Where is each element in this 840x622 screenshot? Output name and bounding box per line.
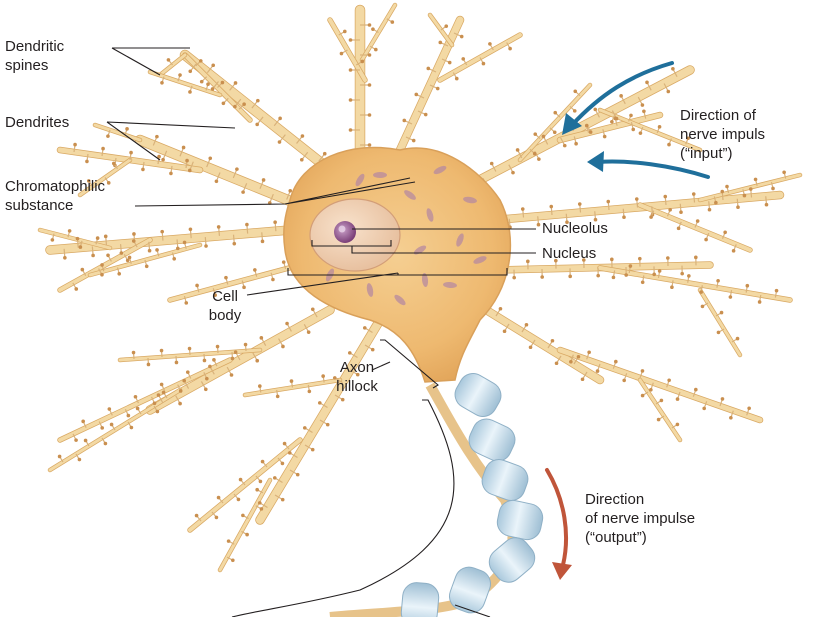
label-cell-body-line2: body [205, 306, 245, 325]
label-axon-hillock-line1: Axon [333, 358, 381, 377]
label-dendritic-spines-line2: spines [5, 56, 64, 75]
label-nucleolus: Nucleolus [542, 219, 608, 238]
label-cell-body-line1: Cell [205, 287, 245, 306]
label-output-direction: Direction of nerve impulse (“output”) [585, 490, 695, 547]
label-axon-hillock: Axon hillock [333, 358, 381, 396]
label-chromatophilic-line1: Chromatophilic [5, 177, 105, 196]
label-dendrites: Dendrites [5, 113, 69, 132]
label-cell-body: Cell body [205, 287, 245, 325]
label-chromatophilic-line2: substance [5, 196, 105, 215]
label-dendritic-spines: Dendritic spines [5, 37, 64, 75]
label-output-line3: (“output”) [585, 528, 695, 547]
label-chromatophilic-substance: Chromatophilic substance [5, 177, 105, 215]
label-input-direction: Direction of nerve impuls (“input”) [680, 106, 765, 163]
input-arrowhead-2 [587, 151, 604, 172]
output-arrow [547, 470, 572, 580]
nucleolus-shape [334, 221, 356, 243]
label-nucleus: Nucleus [542, 244, 596, 263]
axon [330, 368, 545, 617]
label-output-line1: Direction [585, 490, 695, 509]
label-input-line2: nerve impuls [680, 125, 765, 144]
label-input-line3: (“input”) [680, 144, 765, 163]
cell-body [284, 147, 511, 382]
label-input-line1: Direction of [680, 106, 765, 125]
label-dendritic-spines-line1: Dendritic [5, 37, 64, 56]
nucleolus-highlight [339, 226, 346, 233]
label-axon-hillock-line2: hillock [333, 377, 381, 396]
label-output-line2: of nerve impulse [585, 509, 695, 528]
